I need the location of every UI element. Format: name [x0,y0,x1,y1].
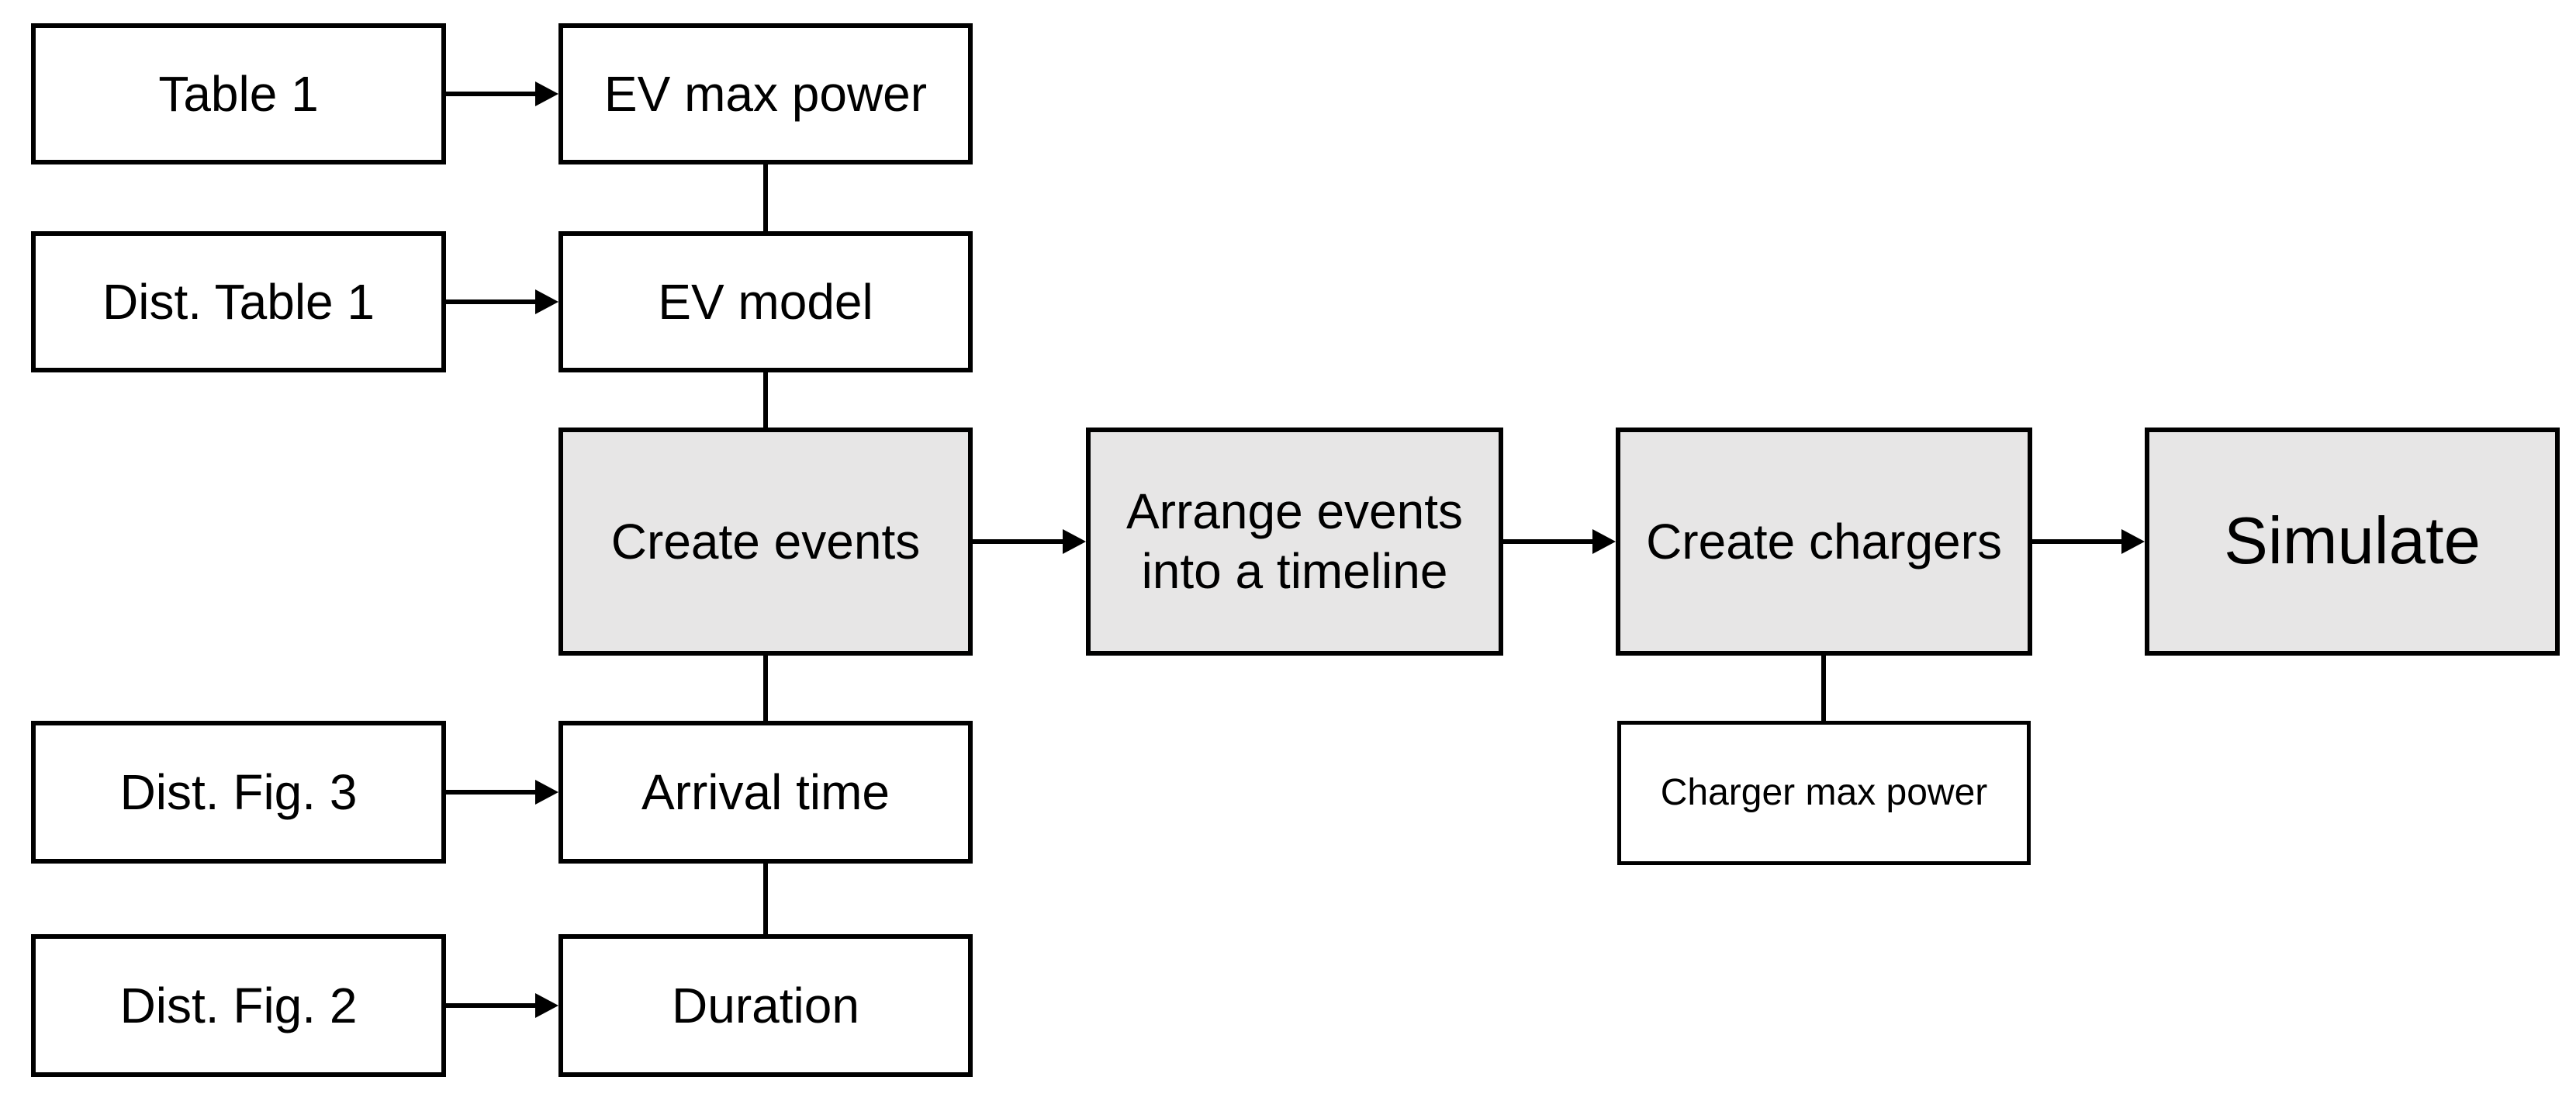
arrowhead-dist-fig-2-to-duration [535,993,558,1018]
node-simulate: Simulate [2145,428,2560,656]
arrow-create-chargers-to-simulate [2032,539,2121,544]
arrowhead-dist-fig-3-to-arrival-time [535,780,558,805]
node-dist-fig-2: Dist. Fig. 2 [31,934,446,1077]
arrowhead-table-1-to-ev-max-power [535,81,558,106]
connector-create-events-to-arrival-time [763,656,768,721]
arrowhead-create-chargers-to-simulate [2121,529,2145,554]
arrowhead-dist-table-1-to-ev-model [535,289,558,314]
node-duration: Duration [558,934,973,1077]
node-charger-max-power: Charger max power [1617,721,2031,865]
node-create-events-label: Create events [610,513,921,570]
node-arrange-events: Arrange events into a timeline [1086,428,1503,656]
connector-ev-max-power-to-ev-model [763,164,768,231]
arrow-dist-table-1-to-ev-model [446,299,535,304]
node-dist-table-1-label: Dist. Table 1 [102,273,375,330]
node-ev-max-power-label: EV max power [603,65,928,122]
node-charger-max-power-label: Charger max power [1660,772,1988,814]
node-duration-label: Duration [672,977,859,1033]
node-arrival-time: Arrival time [558,721,973,864]
node-ev-model-label: EV model [658,273,873,330]
arrow-create-events-to-arrange-events [973,539,1063,544]
arrowhead-create-events-to-arrange-events [1063,529,1086,554]
node-dist-fig-2-label: Dist. Fig. 2 [119,977,358,1033]
connector-create-chargers-to-charger-max-power [1821,656,1826,721]
node-ev-max-power: EV max power [558,23,973,164]
node-arrival-time-label: Arrival time [641,763,890,820]
node-create-chargers: Create chargers [1616,428,2032,656]
node-simulate-label: Simulate [2224,504,2481,578]
node-create-events: Create events [558,428,973,656]
node-dist-table-1: Dist. Table 1 [31,231,446,372]
connector-ev-model-to-create-events [763,372,768,428]
node-dist-fig-3-label: Dist. Fig. 3 [119,763,358,820]
arrow-arrange-events-to-create-chargers [1503,539,1592,544]
node-dist-fig-3: Dist. Fig. 3 [31,721,446,864]
node-arrange-events-label: Arrange events into a timeline [1125,483,1464,599]
node-ev-model: EV model [558,231,973,372]
arrow-dist-fig-3-to-arrival-time [446,790,535,795]
connector-arrival-time-to-duration [763,864,768,934]
node-table-1: Table 1 [31,23,446,164]
arrow-table-1-to-ev-max-power [446,92,535,96]
arrow-dist-fig-2-to-duration [446,1003,535,1008]
node-create-chargers-label: Create chargers [1646,513,2002,570]
arrowhead-arrange-events-to-create-chargers [1592,529,1616,554]
node-table-1-label: Table 1 [158,65,319,122]
